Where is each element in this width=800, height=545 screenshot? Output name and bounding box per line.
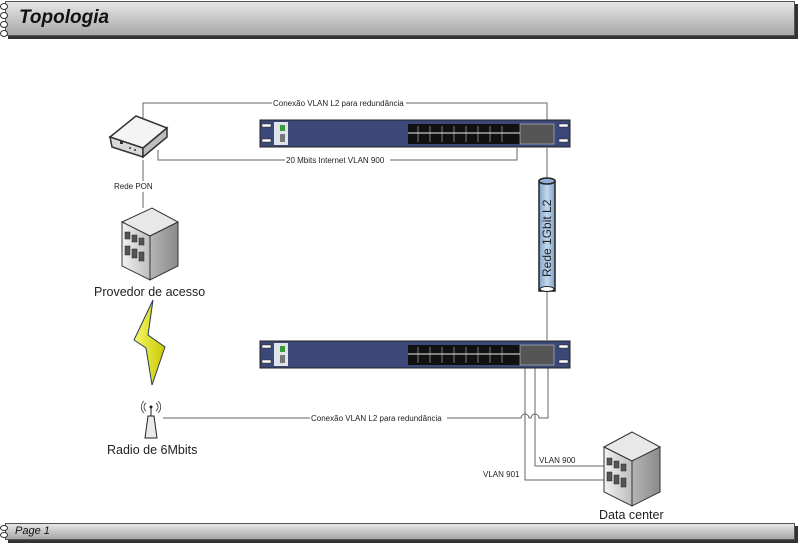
label-vlan901: VLAN 901 xyxy=(483,470,520,479)
radio-label: Radio de 6Mbits xyxy=(107,443,197,457)
binder-rings-icon xyxy=(0,524,8,538)
wireless-link-bolt-icon xyxy=(133,299,166,386)
label-top-redundancy: Conexão VLAN L2 para redundância xyxy=(273,99,404,108)
provider-label: Provedor de acesso xyxy=(94,285,205,299)
switch-bottom-icon[interactable] xyxy=(259,340,571,369)
link-bottom-redundancy xyxy=(163,368,549,419)
onu-label: Rede PON xyxy=(114,182,153,191)
onu-device-icon[interactable] xyxy=(108,115,169,159)
title-banner: Topologia xyxy=(0,1,795,37)
provider-building-icon[interactable] xyxy=(120,207,180,281)
link-vlan900 xyxy=(534,368,606,467)
label-bottom-redundancy: Conexão VLAN L2 para redundância xyxy=(311,414,442,423)
page-footer-banner: Page 1 xyxy=(0,523,795,540)
link-vlan901 xyxy=(524,368,606,481)
datacenter-building-icon[interactable] xyxy=(602,431,662,507)
label-internet-vlan900: 20 Mbits Internet VLAN 900 xyxy=(286,156,385,165)
datacenter-label: Data center xyxy=(599,508,664,522)
label-vlan900: VLAN 900 xyxy=(539,456,576,465)
binder-rings-icon xyxy=(0,2,8,38)
switch-top-icon[interactable] xyxy=(259,119,571,148)
network-cloud-cylinder[interactable]: Rede 1Gbit L2 xyxy=(538,177,556,292)
page-title: Topologia xyxy=(19,7,110,28)
radio-antenna-icon[interactable] xyxy=(140,400,162,439)
cloud-label: Rede 1Gbit L2 xyxy=(540,199,554,277)
page-indicator[interactable]: Page 1 xyxy=(15,525,50,537)
